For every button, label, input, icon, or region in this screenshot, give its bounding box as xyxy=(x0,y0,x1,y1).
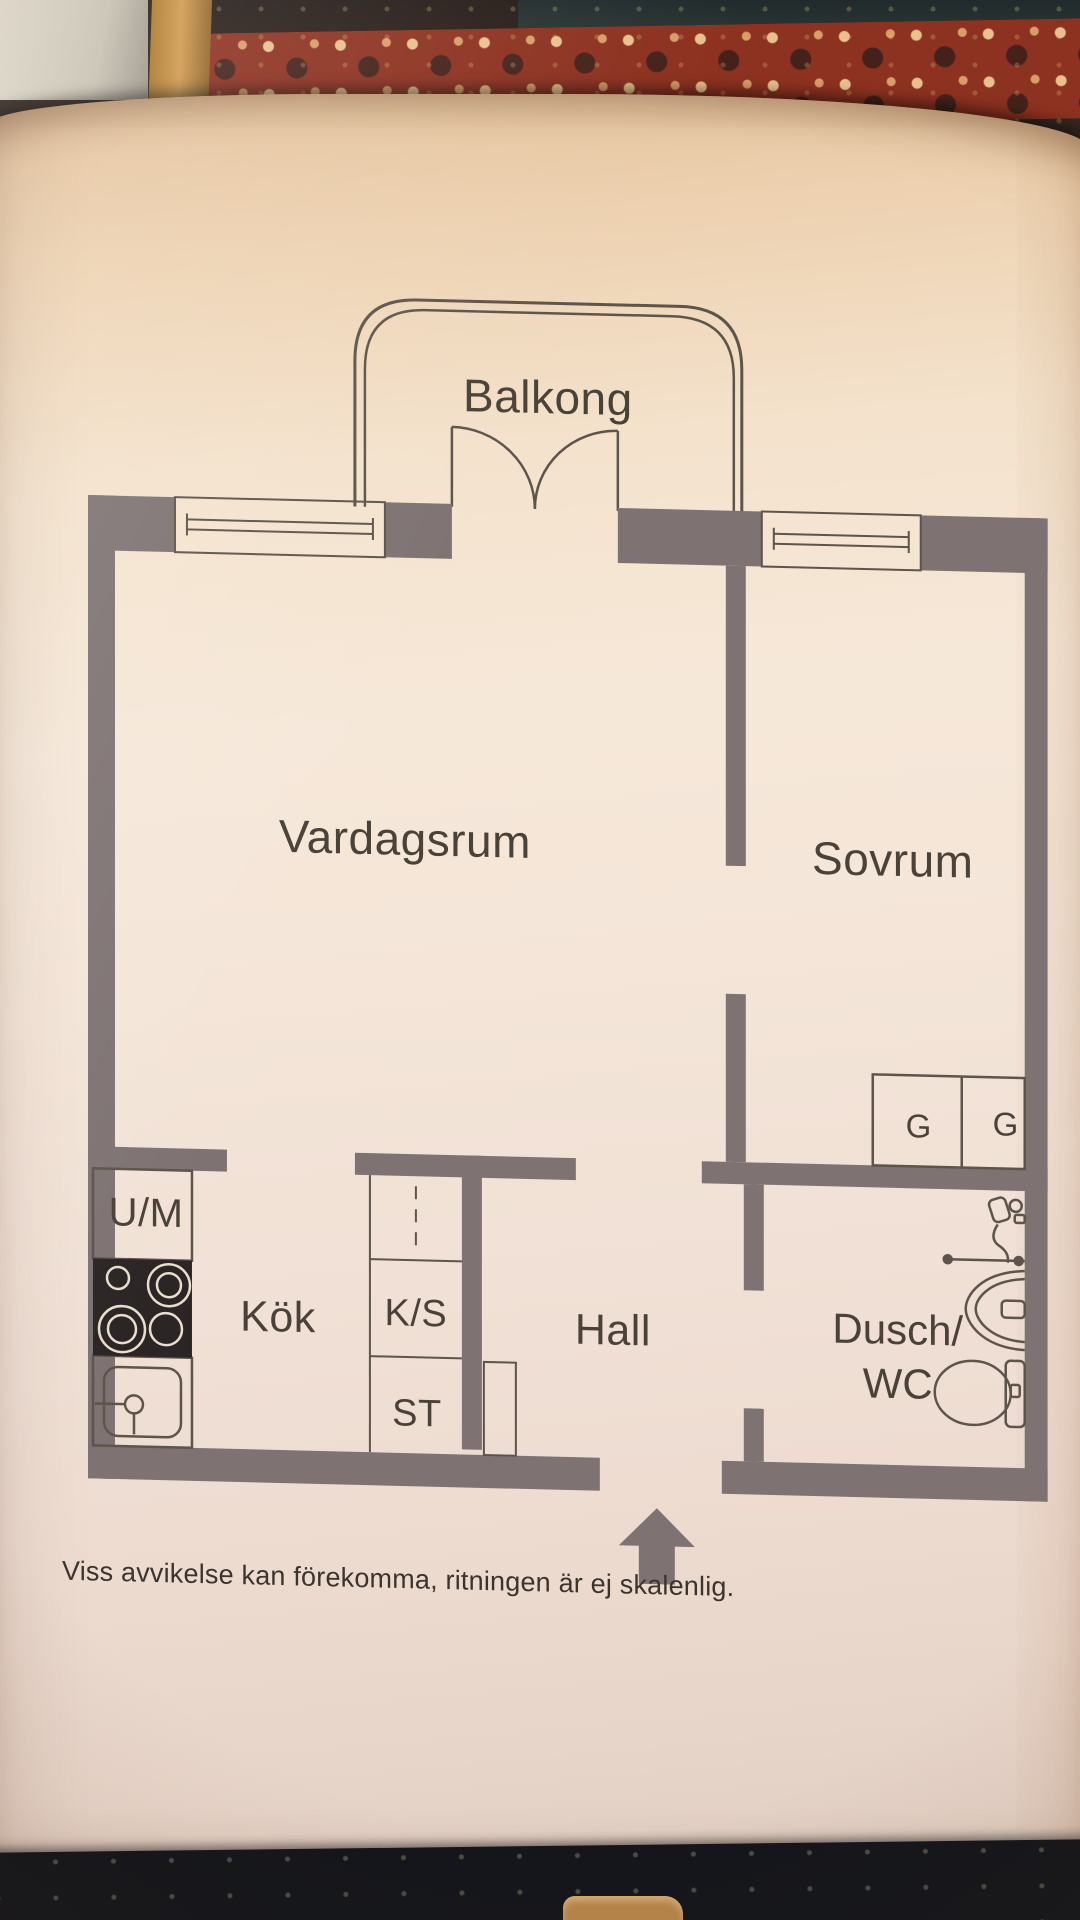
wall-top-pier-left xyxy=(384,502,452,559)
entrance-door-leaf xyxy=(482,1360,517,1457)
paper-sheet xyxy=(0,94,1080,1884)
dishwasher-box xyxy=(91,1167,194,1263)
label-bedroom: Sovrum xyxy=(812,831,974,888)
wall-kitchen-top xyxy=(88,1146,227,1172)
label-cleaning-closet: ST xyxy=(392,1392,442,1436)
floor-object xyxy=(563,1896,683,1920)
wall-bedroom-bottom xyxy=(701,1161,1048,1192)
label-dishwasher: U/M xyxy=(108,1190,184,1237)
stove-burners-icon xyxy=(92,1258,192,1358)
label-bathroom-line2: WC xyxy=(862,1359,933,1408)
wardrobe-g-boxes xyxy=(871,1073,1026,1171)
label-balcony: Balkong xyxy=(463,369,633,426)
wall-bathroom-upper xyxy=(743,1184,764,1291)
label-fridge-freezer: K/S xyxy=(384,1291,448,1336)
label-wardrobe-1: G xyxy=(905,1107,932,1145)
label-wardrobe-2: G xyxy=(992,1105,1019,1143)
wall-living-bedroom-lower xyxy=(725,993,746,1163)
carpet-background-bottom xyxy=(0,1839,1080,1920)
wall-top-pier-right xyxy=(617,507,762,567)
label-kitchen: Kök xyxy=(240,1292,316,1343)
label-bathroom: Dusch/ WC xyxy=(832,1301,963,1412)
window-living-room xyxy=(173,496,386,559)
wall-bottom-left xyxy=(88,1445,600,1491)
hand-shower-icon xyxy=(987,1196,1026,1263)
wall-bathroom-lower xyxy=(743,1408,764,1462)
wall-closet-side xyxy=(461,1155,482,1450)
label-hall: Hall xyxy=(574,1305,651,1356)
wall-bottom-right xyxy=(721,1460,1048,1502)
wall-living-bedroom-upper xyxy=(725,565,746,867)
wall-top-right-corner xyxy=(920,515,1048,574)
label-living-room: Vardagsrum xyxy=(278,809,531,868)
floor-plan: Balkong Vardagsrum Sovrum U/M Kök K/S ST… xyxy=(62,270,1048,1654)
washbasin-icon xyxy=(964,1269,1026,1352)
wall-left xyxy=(88,494,115,1479)
entrance-arrow-icon xyxy=(618,1508,695,1585)
wall-right xyxy=(1024,517,1048,1502)
toilet-icon xyxy=(933,1359,1026,1429)
window-bedroom xyxy=(760,510,922,572)
closet-ks-st xyxy=(368,1175,462,1453)
towel-rail-icon xyxy=(942,1253,1025,1267)
balcony-outline xyxy=(353,298,744,517)
kitchen-sink-icon xyxy=(94,1365,183,1439)
label-bathroom-line1: Dusch/ xyxy=(832,1304,964,1355)
double-door-swing-icon xyxy=(450,425,620,511)
floor-plan-drawing xyxy=(88,298,1048,1585)
floor-edge-strip xyxy=(0,0,148,100)
